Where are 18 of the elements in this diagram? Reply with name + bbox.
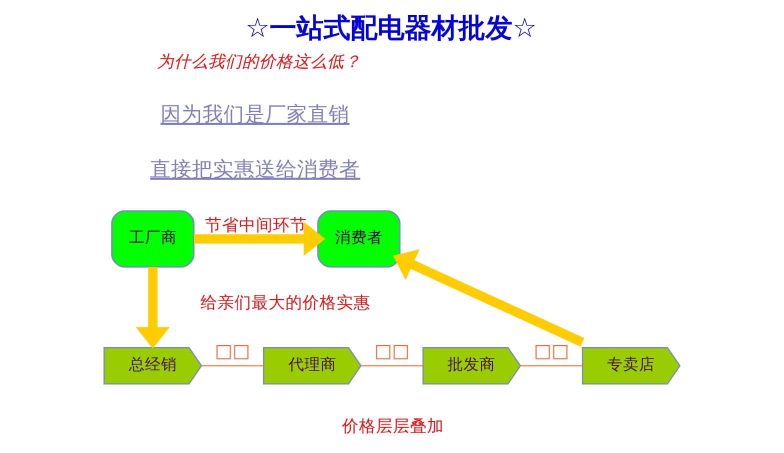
- connector: [360, 365, 424, 366]
- diagram-title: ☆一站式配电器材批发☆: [245, 12, 537, 44]
- connector: [202, 365, 264, 366]
- label: 给亲们最大的价格实惠: [200, 293, 370, 312]
- arrow: [393, 249, 584, 347]
- edge-label: □□: [534, 340, 570, 362]
- label: 价格层层叠加: [342, 416, 444, 436]
- label: 为什么我们的价格这么低？: [156, 52, 361, 71]
- label: 直接把实惠送给消费者: [150, 156, 360, 181]
- arrow: [194, 222, 326, 256]
- node-box: 消费者: [317, 210, 401, 268]
- edge-label: 节省中间环节: [204, 215, 307, 234]
- edge-label: □□: [374, 340, 410, 362]
- edge-label: □□: [214, 340, 250, 362]
- arrow: [136, 267, 170, 349]
- node-box: 工厂商: [111, 210, 194, 268]
- label: 因为我们是厂家直销: [160, 102, 350, 126]
- connector: [520, 365, 582, 366]
